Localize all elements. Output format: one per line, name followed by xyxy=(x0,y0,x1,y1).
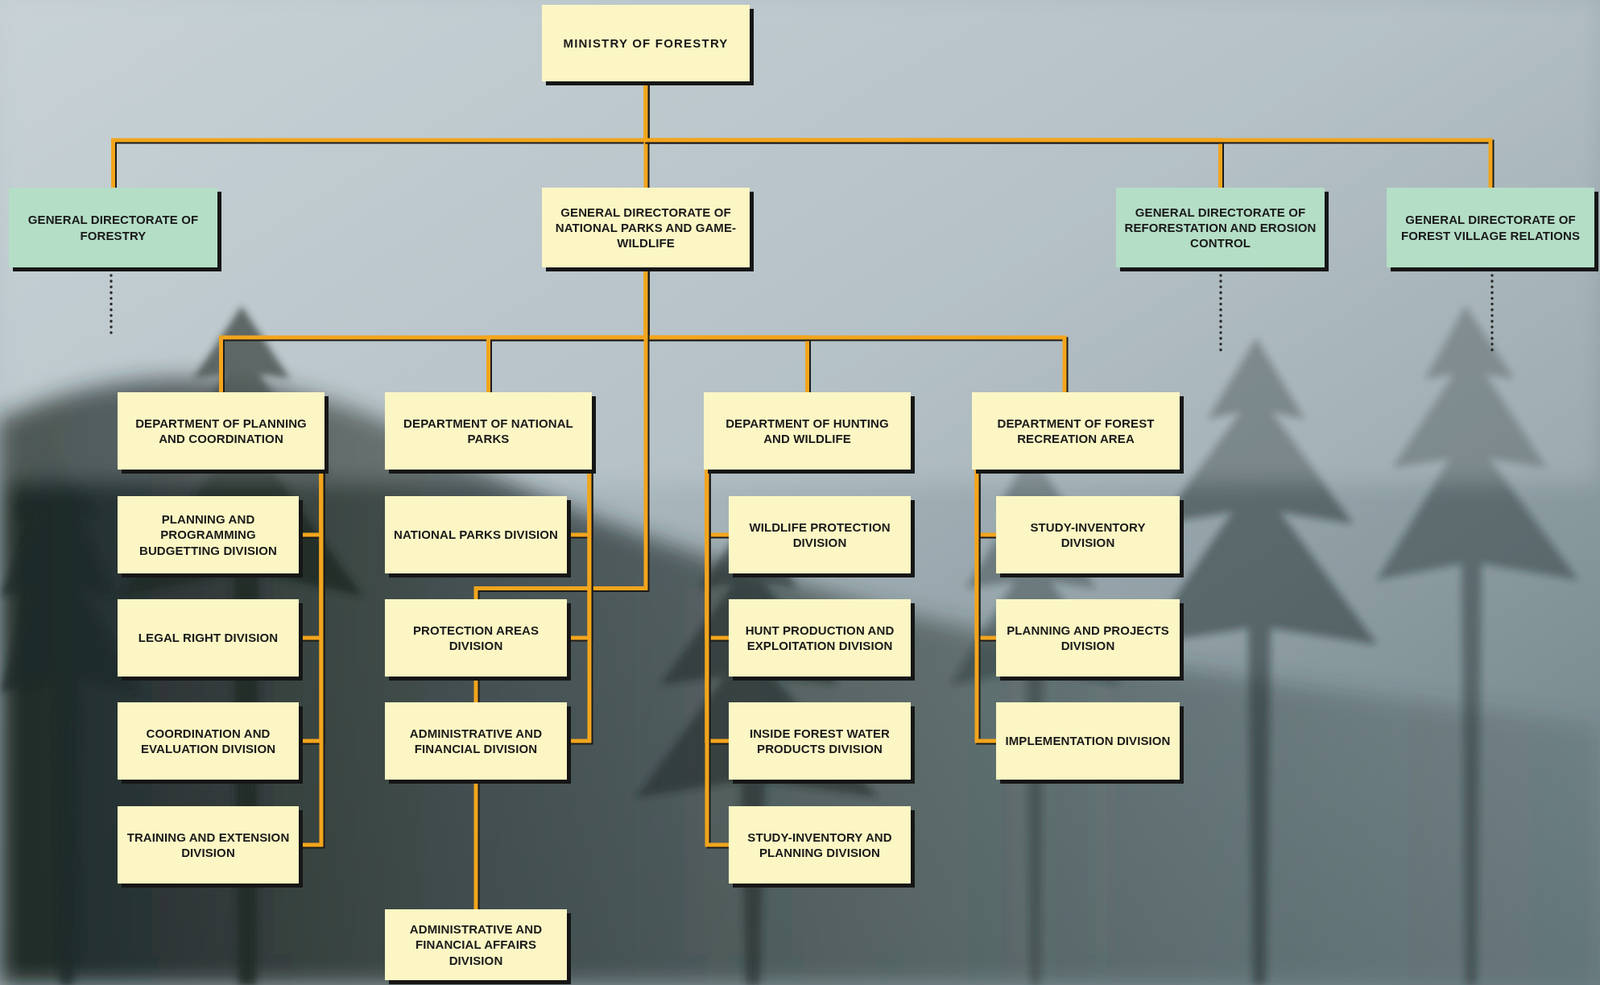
box-label: DEPARTMENT OF NATIONAL PARKS xyxy=(392,415,585,447)
org-connector xyxy=(298,469,322,845)
box-label: LEGAL RIGHT DIVISION xyxy=(138,629,278,645)
org-connector xyxy=(706,469,729,845)
org-connector xyxy=(488,267,647,393)
box-label: WILDLIFE PROTECTION DIVISION xyxy=(735,519,904,550)
org-connector xyxy=(976,469,997,741)
directorate-box: GENERAL DIRECTORATE OF FORESTRY xyxy=(8,187,218,268)
dotted-line xyxy=(1490,275,1494,352)
box-label: ADMINISTRATIVE AND FINANCIAL DIVISION xyxy=(392,725,560,757)
org-connector xyxy=(645,267,808,393)
org-connector xyxy=(298,469,322,638)
org-connector xyxy=(706,469,729,535)
org-box: WILDLIFE PROTECTION DIVISION xyxy=(728,496,911,574)
box-label: TRAINING AND EXTENSION DIVISION xyxy=(124,829,292,860)
org-connector xyxy=(645,81,1221,188)
box-label: INSIDE FOREST WATER PRODUCTS DIVISION xyxy=(735,725,904,757)
box-label: PROTECTION AREAS DIVISION xyxy=(392,622,560,654)
box-label: PLANNING AND PROGRAMMING BUDGETTING DIVI… xyxy=(124,511,292,558)
org-box: DEPARTMENT OF FOREST RECREATION AREA xyxy=(971,392,1180,470)
org-box: LEGAL RIGHT DIVISION xyxy=(117,599,299,677)
box-label: NATIONAL PARKS DIVISION xyxy=(393,526,559,542)
org-box: ADMINISTRATIVE AND FINANCIAL AFFAIRS DIV… xyxy=(384,909,567,980)
box-label: MINISTRY OF FORESTRY xyxy=(562,35,728,51)
org-box: PROTECTION AREAS DIVISION xyxy=(384,599,567,677)
box-label: GENERAL DIRECTORATE OF NATIONAL PARKS AN… xyxy=(549,204,743,251)
dotted-continuation xyxy=(111,275,1493,352)
box-label: STUDY-INVENTORY AND PLANNING DIVISION xyxy=(735,829,904,860)
box-label: GENERAL DIRECTORATE OF FORESTRY xyxy=(16,211,211,243)
org-connector xyxy=(566,469,590,638)
box-label: ADMINISTRATIVE AND FINANCIAL AFFAIRS DIV… xyxy=(392,921,560,968)
box-label: DEPARTMENT OF HUNTING AND WILDLIFE xyxy=(711,415,904,447)
box-label: COORDINATION AND EVALUATION DIVISION xyxy=(124,725,292,757)
org-connector xyxy=(706,469,729,741)
directorate-box: GENERAL DIRECTORATE OF FOREST VILLAGE RE… xyxy=(1386,187,1595,268)
org-box: PLANNING AND PROJECTS DIVISION xyxy=(996,599,1180,677)
org-box: IMPLEMENTATION DIVISION xyxy=(996,702,1180,780)
org-connector xyxy=(566,469,590,535)
org-connector xyxy=(706,469,729,638)
org-connector xyxy=(645,81,1491,188)
box-label: GENERAL DIRECTORATE OF FOREST VILLAGE RE… xyxy=(1393,211,1588,243)
directorate-box: GENERAL DIRECTORATE OF REFORESTATION AND… xyxy=(1116,187,1325,268)
org-connector xyxy=(113,81,647,188)
org-connector xyxy=(976,469,997,638)
org-box: INSIDE FOREST WATER PRODUCTS DIVISION xyxy=(728,702,911,780)
box-label: DEPARTMENT OF FOREST RECREATION AREA xyxy=(979,415,1173,447)
org-box: MINISTRY OF FORESTRY xyxy=(541,4,750,82)
box-label: HUNT PRODUCTION AND EXPLOITATION DIVISIO… xyxy=(735,622,904,654)
org-connector xyxy=(475,267,646,910)
org-box: HUNT PRODUCTION AND EXPLOITATION DIVISIO… xyxy=(728,599,911,677)
org-box: DEPARTMENT OF HUNTING AND WILDLIFE xyxy=(703,392,911,470)
box-label: GENERAL DIRECTORATE OF REFORESTATION AND… xyxy=(1123,204,1318,251)
org-box: DEPARTMENT OF NATIONAL PARKS xyxy=(384,392,592,470)
org-box: STUDY-INVENTORY AND PLANNING DIVISION xyxy=(728,806,911,884)
org-connector xyxy=(566,469,590,741)
dotted-line xyxy=(109,275,113,339)
org-box: DEPARTMENT OF PLANNING AND COORDINATION xyxy=(117,392,325,470)
org-connector xyxy=(298,469,322,741)
org-box: TRAINING AND EXTENSION DIVISION xyxy=(117,806,299,884)
org-box: PLANNING AND PROGRAMMING BUDGETTING DIVI… xyxy=(117,496,299,574)
box-label: PLANNING AND PROJECTS DIVISION xyxy=(1003,622,1173,654)
org-box: GENERAL DIRECTORATE OF NATIONAL PARKS AN… xyxy=(541,187,750,268)
fog xyxy=(0,0,1600,484)
box-label: DEPARTMENT OF PLANNING AND COORDINATION xyxy=(124,415,318,447)
pine-tree xyxy=(0,450,137,985)
box-label: STUDY-INVENTORY DIVISION xyxy=(1003,519,1173,550)
org-box: NATIONAL PARKS DIVISION xyxy=(384,496,567,574)
org-connector xyxy=(976,469,997,535)
org-box: ADMINISTRATIVE AND FINANCIAL DIVISION xyxy=(384,702,567,780)
box-label: IMPLEMENTATION DIVISION xyxy=(1004,732,1171,749)
org-connector xyxy=(298,469,322,535)
org-connector xyxy=(221,267,647,393)
org-box: STUDY-INVENTORY DIVISION xyxy=(996,496,1180,574)
org-box: COORDINATION AND EVALUATION DIVISION xyxy=(117,702,299,780)
org-connector xyxy=(645,267,1065,393)
dotted-line xyxy=(1219,275,1223,352)
